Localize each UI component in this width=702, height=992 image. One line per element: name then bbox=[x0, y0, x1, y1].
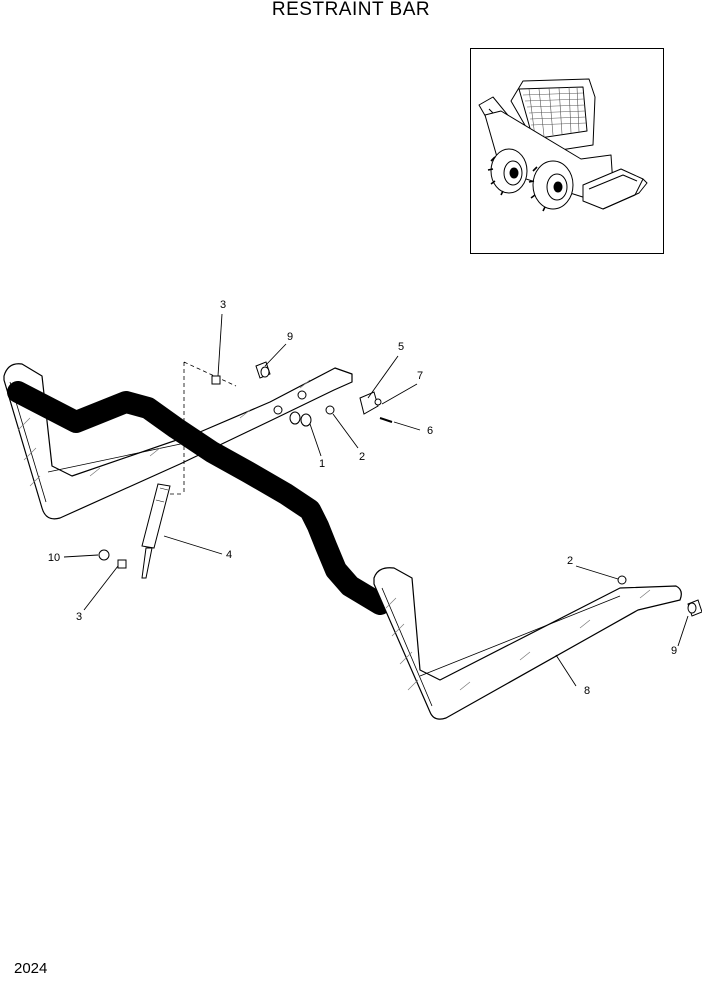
callout-8: 8 bbox=[584, 685, 590, 697]
padded-bar bbox=[7, 381, 391, 615]
page-title: RESTRAINT BAR bbox=[271, 0, 431, 20]
callout-labels: 1 2 2 3 3 4 5 6 7 8 9 9 10 bbox=[48, 299, 677, 697]
callout-7: 7 bbox=[417, 370, 423, 382]
callout-2: 2 bbox=[359, 451, 365, 463]
callout-3: 3 bbox=[76, 611, 82, 623]
hardware-parts bbox=[98, 361, 702, 617]
alignment-line bbox=[170, 361, 237, 495]
callout-10: 10 bbox=[48, 552, 60, 564]
callout-1: 1 bbox=[319, 458, 325, 470]
leader-lines bbox=[63, 313, 689, 687]
gas-spring bbox=[141, 483, 171, 579]
machine-inset bbox=[470, 48, 664, 254]
callout-9: 9 bbox=[287, 331, 293, 343]
callout-2: 2 bbox=[567, 555, 573, 567]
callout-5: 5 bbox=[398, 341, 404, 353]
arm-hinge-holes bbox=[273, 390, 307, 415]
skid-steer-loader-icon bbox=[478, 78, 648, 212]
callout-3: 3 bbox=[220, 299, 226, 311]
callout-4: 4 bbox=[226, 549, 232, 561]
restraint-frame-right-arm bbox=[373, 567, 682, 720]
callout-6: 6 bbox=[427, 425, 433, 437]
callout-9: 9 bbox=[671, 645, 677, 657]
page-number: 2024 bbox=[14, 960, 48, 977]
